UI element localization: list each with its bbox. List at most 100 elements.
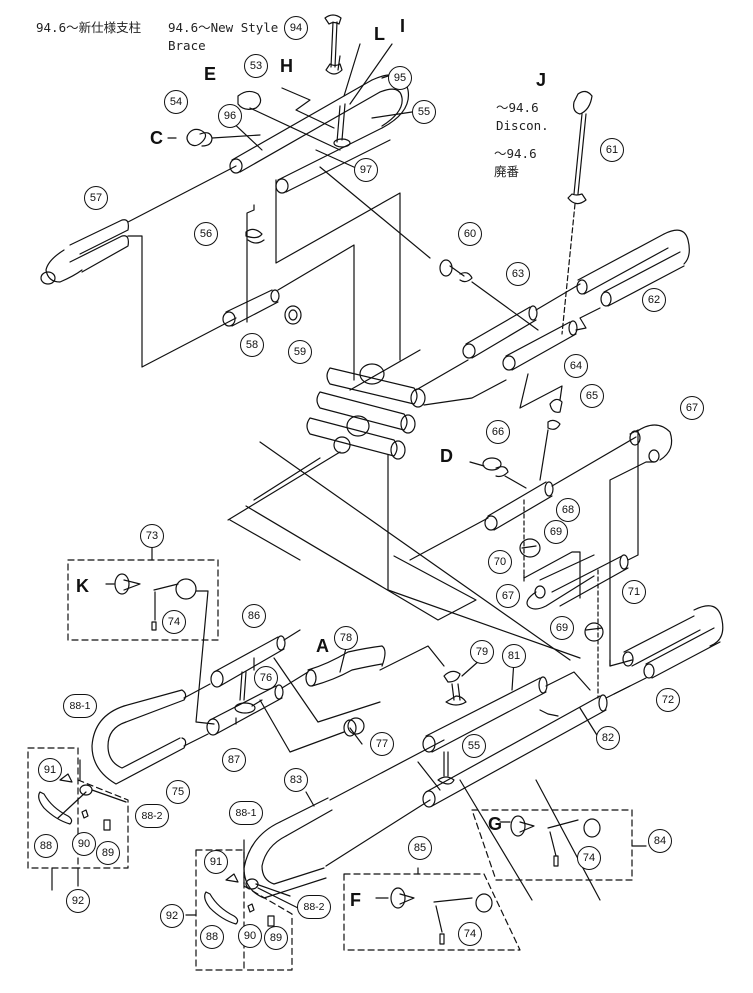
part-57-handle [40,219,129,285]
note-discon-en-1: ～94.6 [496,100,539,115]
part-87-tube [206,684,284,736]
part-58-tube [222,289,280,327]
ref-letter-d: D [440,446,453,466]
part-67-elbow-bottom [526,554,595,610]
callout-91-b: 91 [204,850,228,874]
callout-61: 61 [600,138,624,162]
ref-letter-a: A [316,636,329,656]
callout-88-1-b: 88-1 [229,801,263,825]
part-59-spring [284,305,302,325]
part-77-cap [343,717,365,737]
callout-69-a: 69 [544,520,568,544]
ref-letter-g: G [488,814,503,834]
callout-75: 75 [166,780,190,804]
callout-54: 54 [164,90,188,114]
callout-87: 87 [222,748,246,772]
ref-letter-e: E [204,64,217,84]
callout-65: 65 [580,384,604,408]
callout-55-top: 55 [412,100,436,124]
callout-88-1-a: 88-1 [63,694,97,718]
callout-74-b: 74 [577,846,601,870]
callout-82: 82 [596,726,620,750]
part-hinge-block [306,363,426,460]
callout-97: 97 [354,158,378,182]
note-new-style-en-1: 94.6～New Style [168,20,279,35]
callout-74-c: 74 [458,922,482,946]
part-64-tube [502,320,578,371]
callout-76: 76 [254,666,278,690]
ref-letter-j: J [536,70,547,90]
part-88-bracket-b [204,873,275,927]
part-66-pin [482,457,509,478]
part-56-clip [245,228,265,244]
callout-88-a: 88 [34,834,58,858]
callout-88-b: 88 [200,925,224,949]
part-76-brace [234,671,256,714]
part-54-clip [186,128,213,147]
callout-85: 85 [408,836,432,860]
part-53-cap [237,90,262,110]
part-69-clip-a [519,538,541,558]
callout-89-a: 89 [96,841,120,865]
kit-73-box [67,559,219,641]
callout-89-b: 89 [264,926,288,950]
callout-91-a: 91 [38,758,62,782]
part-61-upright [567,90,593,205]
callout-88-2-b: 88-2 [297,895,331,919]
note-new-style-jp: 94.6～新仕様支柱 [36,20,142,35]
ref-letter-h: H [280,56,293,76]
ref-letter-l: L [374,24,385,44]
callout-88-2-a: 88-2 [135,804,169,828]
callout-90-b: 90 [238,924,262,948]
callout-55-bottom: 55 [462,734,486,758]
part-94-brace [324,14,343,75]
callout-86: 86 [242,604,266,628]
callout-95: 95 [388,66,412,90]
callout-60: 60 [458,222,482,246]
part-75-u-tube [91,683,211,785]
callout-73: 73 [140,524,164,548]
callout-83: 83 [284,768,308,792]
ref-letter-i: I [400,16,406,36]
part-88-bracket-a [38,773,111,831]
ref-letter-c: C [150,128,163,148]
callout-70: 70 [488,550,512,574]
callout-71: 71 [622,580,646,604]
part-78-bent-tube [305,645,386,687]
kit-84-box [471,809,633,881]
part-68-tube [484,481,554,531]
callout-72: 72 [656,688,680,712]
part-62-u-tube [576,229,690,307]
callout-92-a: 92 [66,889,90,913]
callout-53: 53 [244,54,268,78]
callout-68: 68 [556,498,580,522]
callout-63: 63 [506,262,530,286]
part-85-pin [390,887,493,945]
part-60-pin [439,259,473,283]
callout-90-a: 90 [72,832,96,856]
callout-59: 59 [288,340,312,364]
ref-letter-f: F [350,890,361,910]
part-71-tube [551,554,629,607]
callout-67-bottom: 67 [496,584,520,608]
kit-92-box-a [27,747,79,869]
callout-62: 62 [642,288,666,312]
part-79-pin [443,670,467,706]
callout-81: 81 [502,644,526,668]
callout-79: 79 [470,640,494,664]
note-discon-jp-2: 廃番 [494,164,520,179]
part-84-pin [510,815,601,867]
part-69-clip-b [584,622,604,642]
ref-letter-k: K [76,576,89,596]
part-65-pin [547,398,563,430]
note-discon-en-2: Discon. [496,118,549,133]
callout-84: 84 [648,829,672,853]
callout-64: 64 [564,354,588,378]
part-73-knob [114,573,197,631]
kit-85-box [343,873,521,951]
note-discon-jp-1: ～94.6 [494,146,537,161]
callout-77: 77 [370,732,394,756]
part-55-brace-lower [437,751,455,785]
callout-66: 66 [486,420,510,444]
